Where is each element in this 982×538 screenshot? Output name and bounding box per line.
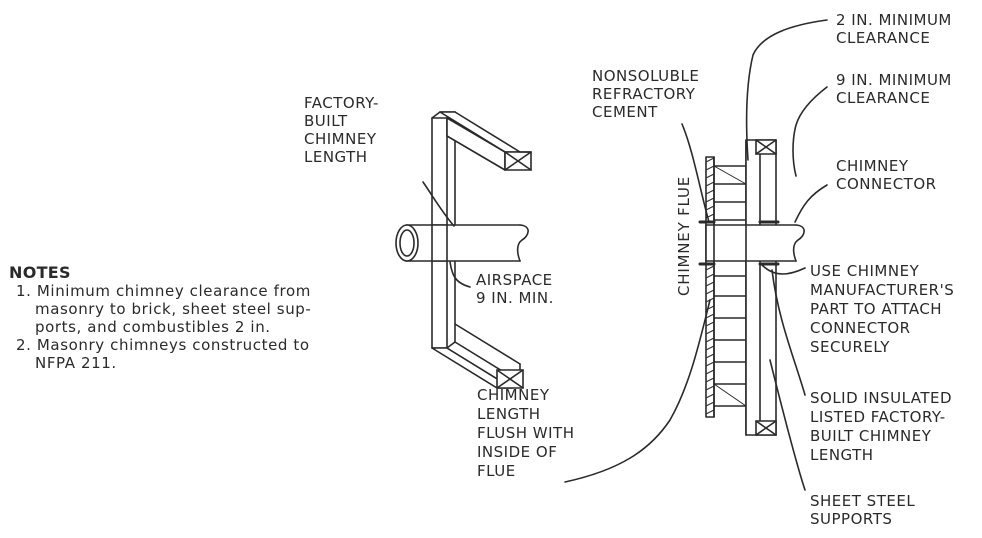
leader-connector	[794, 184, 828, 223]
label-2in-clearance: 2 IN. MINIMUM CLEARANCE	[836, 11, 952, 47]
label-line: SECURELY	[810, 338, 890, 356]
label-line: CHIMNEY	[304, 130, 377, 148]
leader-flush	[564, 299, 711, 483]
label-line: MANUFACTURER'S	[810, 281, 955, 299]
label-factory-built: FACTORY- BUILT CHIMNEY LENGTH	[304, 94, 379, 166]
label-line: 9 IN. MIN.	[476, 289, 554, 307]
leader-use-chimney	[761, 264, 806, 275]
leader-nonsoluble	[681, 123, 710, 223]
leader-9in-clearance	[792, 86, 828, 177]
isometric-frame	[431, 111, 532, 389]
notes-block: NOTES 1. Minimum chimney clearance from …	[9, 263, 312, 373]
label-line: LENGTH	[304, 148, 368, 166]
label-line: CHIMNEY	[836, 157, 909, 175]
label-sheet-steel: SHEET STEEL SUPPORTS	[810, 492, 915, 528]
label-line: CHIMNEY	[477, 386, 550, 404]
label-use-chimney-part: USE CHIMNEY MANUFACTURER'S PART TO ATTAC…	[810, 262, 954, 357]
label-line: SUPPORTS	[810, 510, 893, 528]
label-line: CONNECTOR	[810, 319, 911, 337]
leader-factory-built	[422, 181, 455, 227]
label-chimney-length-flush: CHIMNEY LENGTH FLUSH WITH INSIDE OF FLUE	[477, 386, 574, 481]
label-line: LENGTH	[810, 446, 874, 464]
label-line: CEMENT	[592, 103, 658, 121]
label-line: 9 IN. MINIMUM	[836, 71, 952, 89]
label-line: PART TO ATTACH	[810, 300, 943, 318]
note-line: ports, and combustibles 2 in.	[35, 318, 271, 336]
label-line: CONNECTOR	[836, 175, 937, 193]
note-line: 2. Masonry chimneys constructed to	[16, 336, 310, 354]
label-line: USE CHIMNEY	[810, 262, 920, 280]
note-line: masonry to brick, sheet steel sup-	[35, 300, 312, 318]
label-chimney-connector: CHIMNEY CONNECTOR	[836, 157, 937, 193]
label-line: SHEET STEEL	[810, 492, 916, 510]
leader-solid-insulated	[771, 269, 806, 396]
leader-2in-clearance	[745, 19, 828, 161]
label-line: AIRSPACE	[476, 271, 553, 289]
label-line: INSIDE OF	[477, 443, 558, 461]
label-line: 2 IN. MINIMUM	[836, 11, 952, 29]
label-line: SOLID INSULATED	[810, 389, 953, 407]
label-airspace: AIRSPACE 9 IN. MIN.	[476, 271, 554, 307]
label-line: FLUSH WITH	[477, 424, 575, 442]
label-solid-insulated: SOLID INSULATED LISTED FACTORY- BUILT CH…	[810, 389, 952, 465]
notes-heading: NOTES	[9, 263, 71, 282]
label-line: NONSOLUBLE	[592, 67, 700, 85]
label-line: BUILT	[304, 112, 348, 130]
isometric-pipe	[395, 224, 529, 262]
leader-sheet-steel	[769, 359, 806, 491]
label-line: CLEARANCE	[836, 89, 931, 107]
section-view	[698, 139, 805, 436]
label-line: REFRACTORY	[592, 85, 696, 103]
label-line: FACTORY-	[304, 94, 379, 112]
label-chimney-flue: CHIMNEY FLUE	[675, 175, 693, 297]
leader-airspace	[449, 261, 471, 288]
note-line: 1. Minimum chimney clearance from	[16, 282, 311, 300]
label-line: LENGTH	[477, 405, 541, 423]
label-line: CLEARANCE	[836, 29, 931, 47]
label-line: FLUE	[477, 462, 516, 480]
label-line: LISTED FACTORY-	[810, 408, 946, 426]
label-9in-clearance: 9 IN. MINIMUM CLEARANCE	[836, 71, 952, 107]
label-nonsoluble-cement: NONSOLUBLE REFRACTORY CEMENT	[592, 67, 699, 121]
note-line: NFPA 211.	[35, 354, 117, 372]
label-line: BUILT CHIMNEY	[810, 427, 932, 445]
